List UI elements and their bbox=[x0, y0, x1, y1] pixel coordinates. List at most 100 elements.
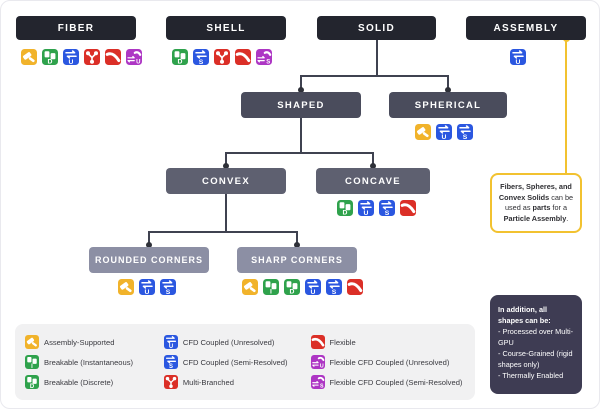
svg-text:U: U bbox=[516, 59, 521, 65]
multi-branched-icon bbox=[83, 49, 100, 65]
connector bbox=[375, 40, 378, 76]
breakable-discrete-icon: D bbox=[41, 49, 58, 65]
assembly-note-connector bbox=[565, 39, 567, 173]
cfd-semi-resolved-icon: S bbox=[457, 124, 473, 140]
node-fiber: FIBER bbox=[16, 16, 136, 40]
cfd-unresolved-icon: U bbox=[62, 49, 79, 65]
node-shaped: SHAPED bbox=[241, 92, 361, 118]
node-rounded-corners: ROUNDED CORNERS bbox=[89, 247, 209, 273]
cfd-unresolved-icon: U bbox=[436, 124, 452, 140]
legend-label: Breakable (Discrete) bbox=[44, 377, 114, 387]
node-solid: SOLID bbox=[317, 16, 436, 40]
svg-text:D: D bbox=[342, 210, 347, 216]
svg-text:U: U bbox=[363, 210, 368, 216]
connector bbox=[372, 152, 374, 168]
legend-label: Multi-Branched bbox=[182, 377, 234, 387]
node-sharp-corners: SHARP CORNERS bbox=[237, 247, 357, 273]
connector bbox=[148, 231, 150, 247]
connector bbox=[148, 231, 298, 233]
svg-text:U: U bbox=[145, 289, 150, 295]
multi-branched-icon bbox=[163, 375, 178, 389]
svg-text:I: I bbox=[31, 364, 33, 369]
flex-cfd-unresolved-icon: U bbox=[125, 49, 142, 65]
connector-dot bbox=[298, 87, 304, 93]
addendum-box: In addition, all shapes can be: - Proces… bbox=[490, 295, 582, 394]
legend-item: Flexible bbox=[310, 335, 465, 349]
cfd-unresolved-icon: U bbox=[139, 279, 155, 295]
legend-label: CFD Coupled (Unresolved) bbox=[182, 337, 275, 347]
flexible-icon bbox=[346, 279, 363, 295]
cfd-unresolved-icon: U bbox=[357, 200, 374, 216]
breakable-discrete-icon: D bbox=[172, 49, 188, 65]
svg-text:D: D bbox=[47, 59, 52, 65]
connector-dot bbox=[294, 242, 300, 248]
breakable-instantaneous-icon: I bbox=[25, 355, 39, 369]
node-label: CONCAVE bbox=[345, 175, 401, 187]
assembly-supported-icon bbox=[20, 49, 37, 65]
cfd-unresolved-icon: U bbox=[510, 49, 526, 65]
svg-text:D: D bbox=[178, 59, 183, 65]
connector bbox=[225, 152, 227, 168]
node-label: FIBER bbox=[57, 22, 95, 34]
legend-item: U CFD Coupled (Unresolved) bbox=[163, 335, 311, 349]
node-label: ASSEMBLY bbox=[493, 22, 559, 34]
addendum-items: - Processed over Multi-GPU- Course-Grain… bbox=[498, 326, 574, 381]
addendum-heading: In addition, all shapes can be: bbox=[498, 305, 551, 325]
assembly-note-callout: Fibers, Spheres, and Convex Solids can b… bbox=[490, 173, 582, 233]
svg-text:U: U bbox=[136, 59, 140, 65]
breakable-instantaneous-icon: I bbox=[262, 279, 279, 295]
legend-item: Assembly-Supported bbox=[25, 335, 164, 349]
flexible-icon bbox=[104, 49, 121, 65]
legend-label: Flexible CFD Coupled (Semi-Resolved) bbox=[329, 377, 463, 387]
legend-label: Breakable (Instantaneous) bbox=[44, 357, 134, 367]
svg-text:D: D bbox=[289, 289, 294, 295]
node-convex: CONVEX bbox=[166, 168, 286, 194]
assembly-supported-icon bbox=[118, 279, 134, 295]
flexible-icon bbox=[310, 335, 325, 349]
legend-item: D Breakable (Discrete) bbox=[25, 375, 164, 389]
flex-cfd-semi-resolved-icon: S bbox=[310, 375, 325, 389]
node-assembly: ASSEMBLY bbox=[466, 16, 586, 40]
svg-text:U: U bbox=[310, 289, 315, 295]
flex-cfd-unresolved-icon: U bbox=[310, 355, 325, 369]
node-spherical: SPHERICAL bbox=[389, 92, 507, 118]
assembly-capability-icons: U bbox=[453, 49, 583, 65]
legend-item: S Flexible CFD Coupled (Semi-Resolved) bbox=[310, 375, 465, 389]
cfd-semi-resolved-icon: S bbox=[163, 355, 178, 369]
connector bbox=[300, 75, 302, 92]
cfd-unresolved-icon: U bbox=[304, 279, 321, 295]
svg-text:U: U bbox=[319, 364, 323, 369]
svg-text:S: S bbox=[166, 289, 171, 295]
breakable-discrete-icon: D bbox=[283, 279, 300, 295]
svg-text:D: D bbox=[30, 384, 35, 389]
cfd-semi-resolved-icon: S bbox=[193, 49, 209, 65]
svg-text:S: S bbox=[384, 210, 389, 216]
svg-text:U: U bbox=[68, 59, 73, 65]
connector-dot bbox=[370, 163, 376, 169]
connector-dot bbox=[146, 242, 152, 248]
legend-item: I Breakable (Instantaneous) bbox=[25, 355, 164, 369]
legend-label: Assembly-Supported bbox=[44, 337, 115, 347]
svg-text:S: S bbox=[463, 134, 468, 140]
connector-dot bbox=[445, 87, 451, 93]
svg-text:S: S bbox=[169, 364, 173, 369]
cfd-unresolved-icon: U bbox=[163, 335, 178, 349]
svg-text:S: S bbox=[266, 59, 270, 65]
cfd-semi-resolved-icon: S bbox=[378, 200, 395, 216]
node-label: SHAPED bbox=[277, 99, 325, 111]
svg-text:S: S bbox=[331, 289, 336, 295]
svg-text:S: S bbox=[320, 384, 324, 389]
connector bbox=[447, 75, 449, 92]
svg-text:S: S bbox=[199, 59, 204, 65]
assembly-supported-icon bbox=[415, 124, 431, 140]
node-concave: CONCAVE bbox=[316, 168, 430, 194]
connector bbox=[225, 194, 227, 232]
